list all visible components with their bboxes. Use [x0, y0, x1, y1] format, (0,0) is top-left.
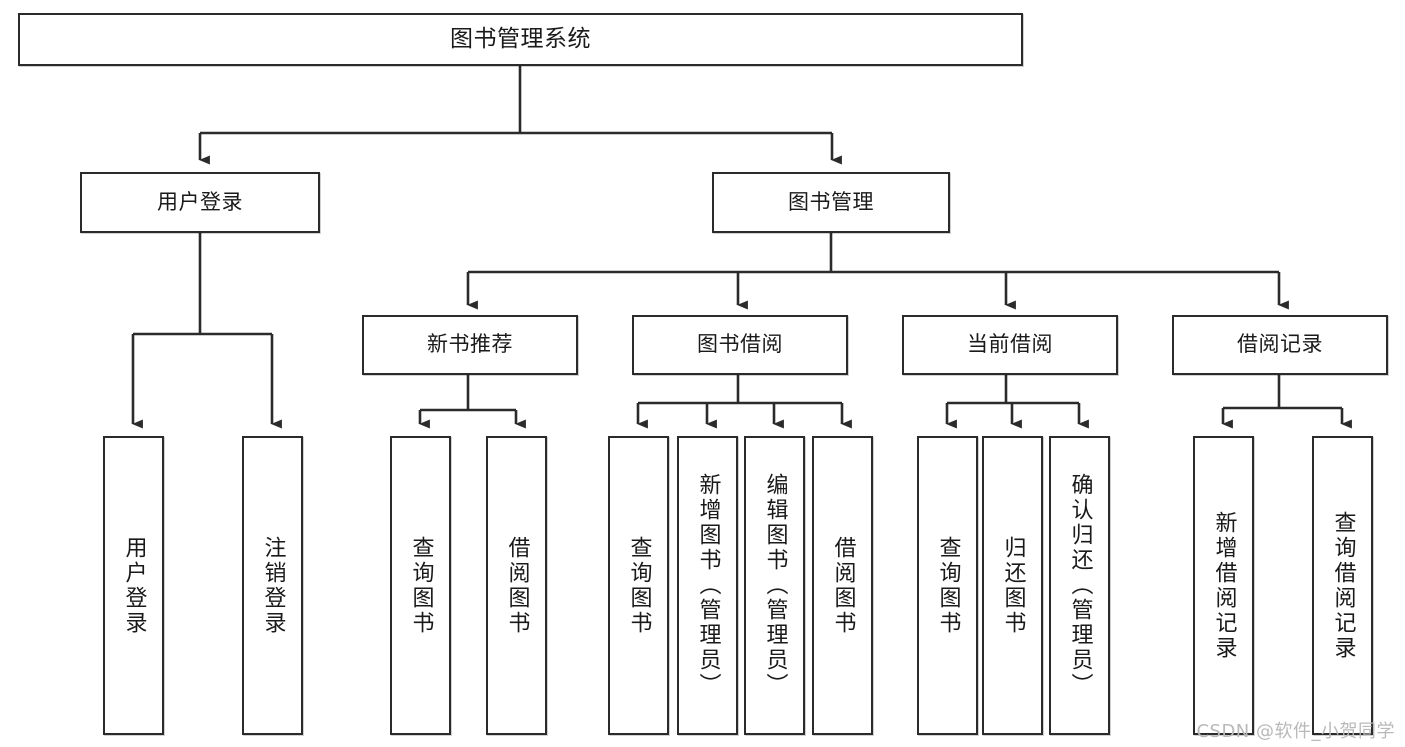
node-leaf-confirm-return[interactable]: 确认归还（管理员） [1049, 436, 1110, 735]
node-leaf-user-logout-label: 注销登录 [260, 535, 286, 636]
node-current-borrow-label: 当前借阅 [967, 332, 1053, 357]
node-leaf-query-book-3-label: 查询图书 [935, 535, 961, 636]
node-book-borrow-label: 图书借阅 [697, 332, 783, 357]
node-leaf-edit-book-label: 编辑图书（管理员） [762, 473, 788, 698]
node-book-manage-label: 图书管理 [788, 189, 874, 214]
node-leaf-return-book-label: 归还图书 [1000, 535, 1026, 636]
node-leaf-add-record[interactable]: 新增借阅记录 [1193, 436, 1254, 735]
node-leaf-add-book[interactable]: 新增图书（管理员） [677, 436, 738, 735]
node-root[interactable]: 图书管理系统 [18, 13, 1023, 66]
node-leaf-borrow-book-1-label: 借阅图书 [504, 535, 530, 636]
node-leaf-borrow-book-2-label: 借阅图书 [830, 535, 856, 636]
node-leaf-add-book-label: 新增图书（管理员） [695, 473, 721, 698]
node-leaf-query-book-3[interactable]: 查询图书 [917, 436, 978, 735]
node-root-label: 图书管理系统 [450, 25, 591, 52]
node-leaf-query-book-2-label: 查询图书 [626, 535, 652, 636]
node-book-borrow[interactable]: 图书借阅 [632, 315, 848, 375]
node-leaf-edit-book[interactable]: 编辑图书（管理员） [744, 436, 805, 735]
node-leaf-user-login[interactable]: 用户登录 [103, 436, 164, 735]
node-new-book-recommend[interactable]: 新书推荐 [362, 315, 578, 375]
node-leaf-add-record-label: 新增借阅记录 [1211, 510, 1237, 661]
node-leaf-borrow-book-2[interactable]: 借阅图书 [812, 436, 873, 735]
node-user-login-label: 用户登录 [157, 189, 243, 214]
node-leaf-query-record[interactable]: 查询借阅记录 [1312, 436, 1373, 735]
node-leaf-query-book-1[interactable]: 查询图书 [390, 436, 451, 735]
node-book-manage[interactable]: 图书管理 [712, 172, 950, 233]
node-leaf-user-login-label: 用户登录 [121, 535, 147, 636]
node-leaf-query-record-label: 查询借阅记录 [1330, 510, 1356, 661]
node-borrow-record[interactable]: 借阅记录 [1172, 315, 1388, 375]
node-leaf-query-book-2[interactable]: 查询图书 [608, 436, 669, 735]
node-leaf-confirm-return-label: 确认归还（管理员） [1067, 473, 1093, 698]
csdn-watermark: CSDN @软件_小贺同学 [1196, 721, 1395, 742]
node-user-login[interactable]: 用户登录 [80, 172, 320, 233]
node-leaf-user-logout[interactable]: 注销登录 [242, 436, 303, 735]
node-leaf-return-book[interactable]: 归还图书 [982, 436, 1043, 735]
node-leaf-borrow-book-1[interactable]: 借阅图书 [486, 436, 547, 735]
node-borrow-record-label: 借阅记录 [1237, 332, 1323, 357]
node-leaf-query-book-1-label: 查询图书 [408, 535, 434, 636]
node-current-borrow[interactable]: 当前借阅 [902, 315, 1118, 375]
node-new-book-recommend-label: 新书推荐 [427, 332, 513, 357]
